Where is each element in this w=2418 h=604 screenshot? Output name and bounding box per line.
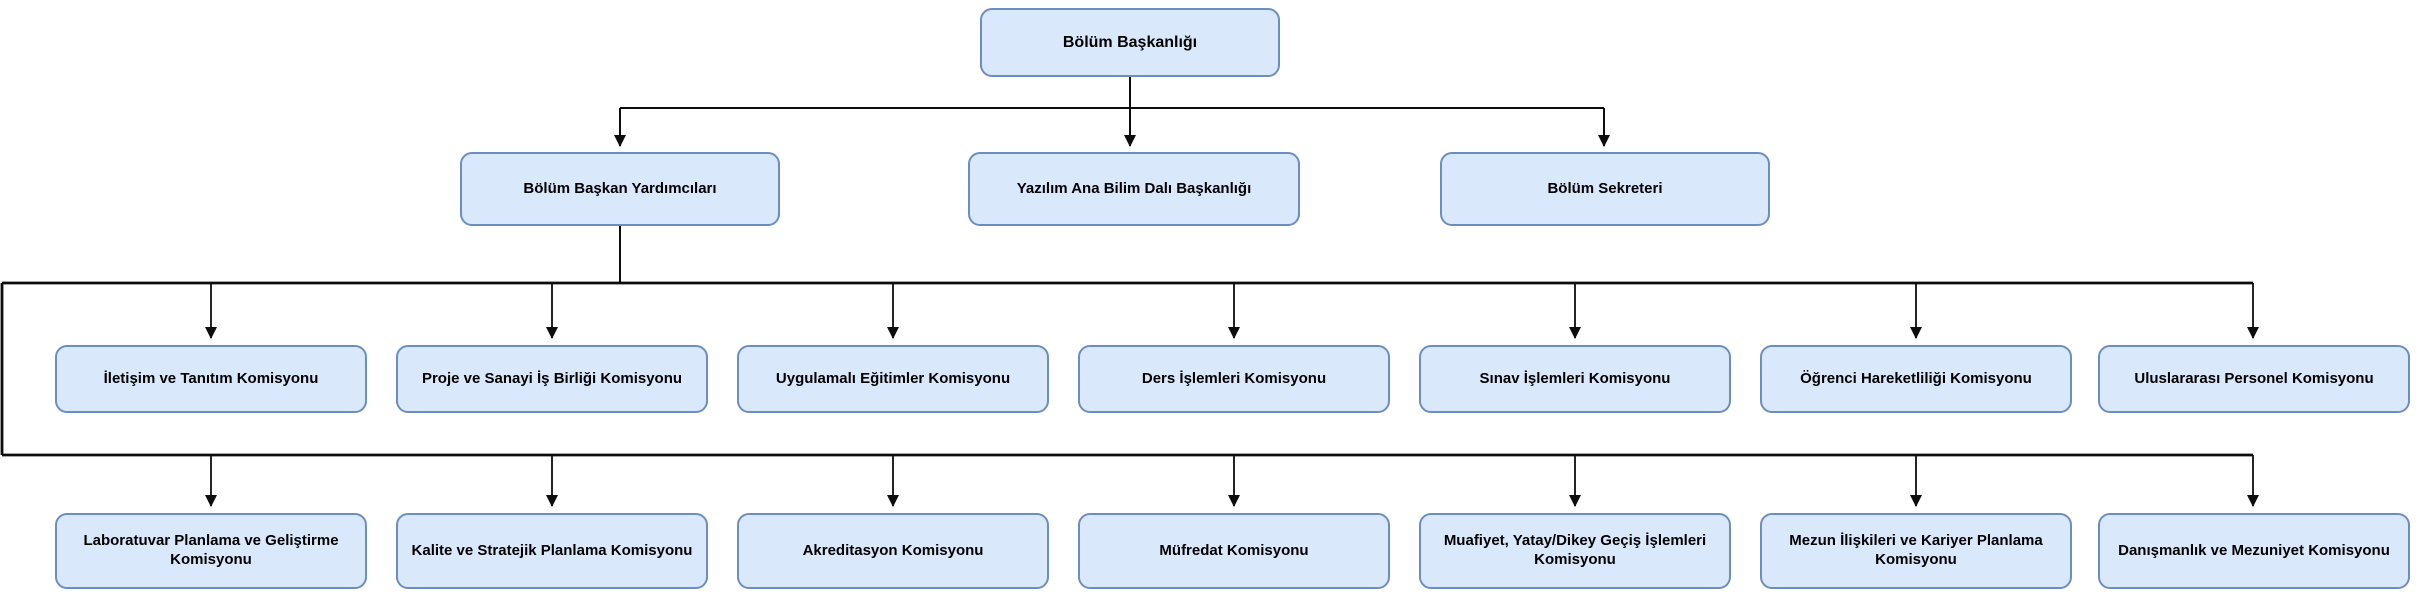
- node-sinav-islemleri: Sınav İşlemleri Komisyonu: [1419, 345, 1731, 413]
- node-akreditasyon: Akreditasyon Komisyonu: [737, 513, 1049, 589]
- node-iletisim-ve-tanitim: İletişim ve Tanıtım Komisyonu: [55, 345, 367, 413]
- node-uygulamali-egitimler: Uygulamalı Eğitimler Komisyonu: [737, 345, 1049, 413]
- node-kalite-stratejik-planlama: Kalite ve Stratejik Planlama Komisyonu: [396, 513, 708, 589]
- node-yazilim-ana-bilim-dali-baskanligi: Yazılım Ana Bilim Dalı Başkanlığı: [968, 152, 1300, 226]
- node-bolum-baskan-yardimcilari: Bölüm Başkan Yardımcıları: [460, 152, 780, 226]
- node-uluslararasi-personel: Uluslararası Personel Komisyonu: [2098, 345, 2410, 413]
- node-mufredat: Müfredat Komisyonu: [1078, 513, 1390, 589]
- node-mezun-iliskileri-kariyer: Mezun İlişkileri ve Kariyer Planlama Kom…: [1760, 513, 2072, 589]
- node-ders-islemleri: Ders İşlemleri Komisyonu: [1078, 345, 1390, 413]
- node-ogrenci-hareketliligi: Öğrenci Hareketliliği Komisyonu: [1760, 345, 2072, 413]
- node-proje-sanayi-is-birligi: Proje ve Sanayi İş Birliği Komisyonu: [396, 345, 708, 413]
- node-bolum-sekreteri: Bölüm Sekreteri: [1440, 152, 1770, 226]
- node-muafiyet-yatay-dikey-gecis: Muafiyet, Yatay/Dikey Geçiş İşlemleri Ko…: [1419, 513, 1731, 589]
- node-danismanlik-mezuniyet: Danışmanlık ve Mezuniyet Komisyonu: [2098, 513, 2410, 589]
- node-bolum-baskanligi: Bölüm Başkanlığı: [980, 8, 1280, 77]
- node-laboratuvar-planlama-gelistirme: Laboratuvar Planlama ve Geliştirme Komis…: [55, 513, 367, 589]
